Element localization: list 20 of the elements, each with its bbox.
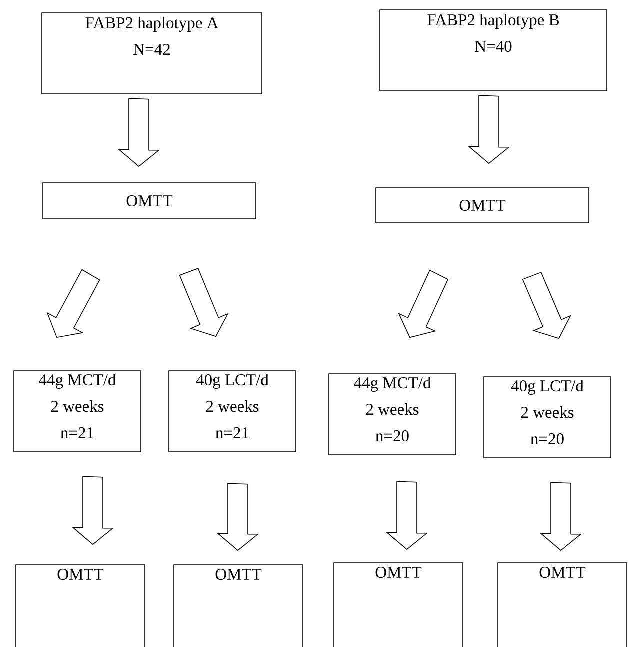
block-arrow — [179, 268, 229, 338]
text-box: OMTT — [42, 182, 256, 220]
text-box: OMTT — [376, 188, 590, 224]
text-box: 44g MCT/d 2 weeks n=20 — [328, 374, 456, 456]
block-arrow — [386, 481, 428, 550]
text-box: FABP2 haplotype B N=40 — [380, 10, 608, 92]
block-arrow — [216, 483, 260, 552]
text-box: OMTT — [16, 564, 146, 647]
text-box: 44g MCT/d 2 weeks n=21 — [14, 370, 142, 452]
block-arrow — [540, 482, 582, 552]
text-box: 40g LCT/d 2 weeks n=20 — [484, 376, 612, 458]
text-box: OMTT — [334, 562, 464, 647]
text-box: FABP2 haplotype A N=42 — [42, 12, 262, 94]
block-arrow — [468, 95, 510, 164]
block-arrow — [118, 98, 160, 168]
block-arrow — [46, 269, 100, 338]
text-box: 40g LCT/d 2 weeks n=21 — [168, 370, 296, 452]
text-box: OMTT — [498, 562, 628, 647]
block-arrow — [72, 476, 114, 546]
text-box: OMTT — [174, 564, 304, 647]
